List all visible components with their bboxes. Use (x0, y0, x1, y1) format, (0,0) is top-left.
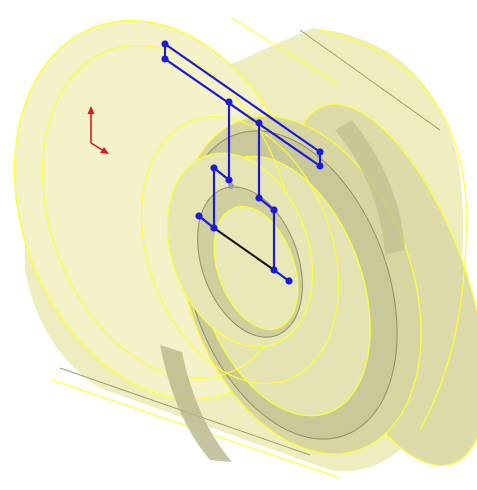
sketch-point[interactable] (316, 162, 324, 170)
sketch-point[interactable] (316, 148, 324, 156)
sketch-point[interactable] (270, 206, 278, 214)
centerline[interactable] (213, 227, 275, 271)
origin-point[interactable] (228, 183, 234, 189)
sketch-profile[interactable] (161, 40, 324, 285)
sketch-point[interactable] (210, 224, 218, 232)
rim-shadow-band (160, 345, 232, 462)
y-axis-arrowhead (87, 106, 95, 114)
x-axis-arrowhead (100, 147, 109, 154)
sketch-point[interactable] (255, 119, 263, 127)
outer-rim-arc (319, 29, 467, 431)
front-ring-edge-2 (140, 116, 340, 384)
axis-triad-icon (87, 106, 109, 154)
sketch-point[interactable] (225, 176, 233, 184)
sketch-point[interactable] (161, 40, 169, 48)
sketch-point[interactable] (225, 98, 233, 106)
sketch-point[interactable] (210, 164, 218, 172)
hub-inner (213, 205, 299, 331)
rim-shadow-band-2 (335, 120, 405, 255)
top-silhouette-edge-2 (299, 29, 441, 131)
sketch-point[interactable] (285, 277, 293, 285)
sketch-point[interactable] (195, 212, 203, 220)
top-silhouette-edge (231, 17, 339, 85)
sketch-point[interactable] (255, 194, 263, 202)
sketch-line-top-bar-lower[interactable] (164, 58, 321, 167)
sketch-line-top-bar-upper[interactable] (164, 43, 321, 153)
sketch-point[interactable] (270, 266, 278, 274)
sketch-point[interactable] (161, 55, 169, 63)
x-axis-arrow (90, 142, 105, 152)
